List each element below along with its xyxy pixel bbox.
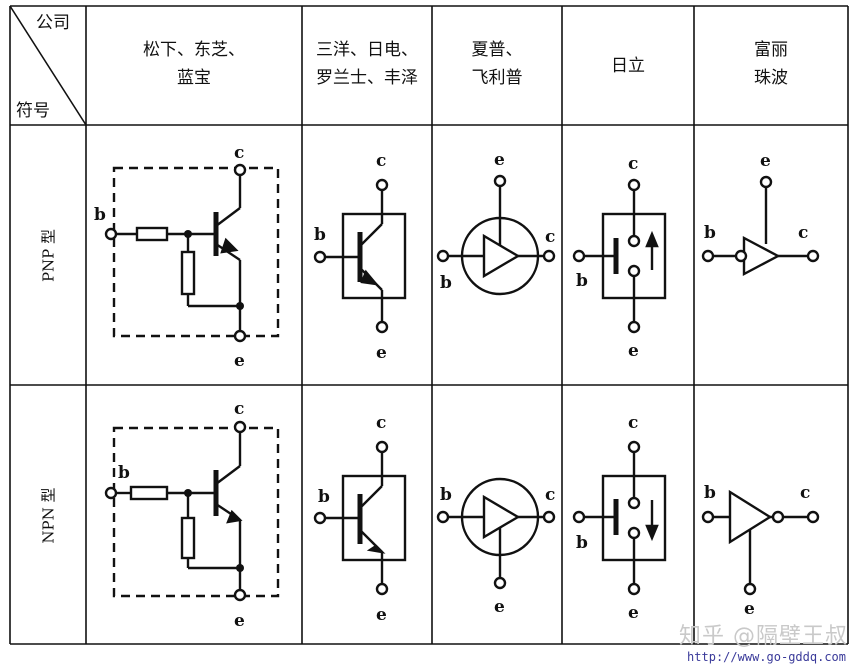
npn-col1-c-label: c	[234, 399, 244, 419]
row-label-npn: NPN 型	[39, 487, 58, 544]
pnp-symbol-col3	[445, 186, 545, 296]
npn-col3-c-label: c	[545, 485, 555, 505]
npn-col1-b-label: b	[118, 463, 130, 483]
pnp-col3-e-label: e	[494, 150, 505, 170]
column-header-4: 日立	[611, 56, 645, 76]
pnp-col2-e-label: e	[376, 343, 387, 363]
pnp-col1-b-label: b	[94, 205, 106, 225]
pnp-col5-c-label: c	[798, 223, 808, 243]
pnp-col4-b-label: b	[576, 271, 588, 291]
npn-col1-e-label: e	[234, 611, 245, 631]
npn-col4-b-label: b	[576, 533, 588, 553]
column-header-1: 松下、东芝、 蓝宝	[143, 40, 245, 88]
npn-symbol-col5	[712, 489, 808, 584]
watermark-text: 知乎 @隔壁王叔	[679, 624, 848, 649]
npn-col2-e-label: e	[376, 605, 387, 625]
watermark-url: http://www.go-gddq.com	[687, 650, 846, 664]
npn-col3-e-label: e	[494, 597, 505, 617]
npn-symbol-col2	[324, 452, 407, 584]
npn-col5-c-label: c	[800, 483, 810, 503]
npn-col5-e-label: e	[744, 599, 755, 619]
pnp-col2-c-label: c	[376, 151, 386, 171]
pnp-col1-e-label: e	[234, 351, 245, 371]
npn-col3-b-label: b	[440, 485, 452, 505]
pnp-col1-c-label: c	[234, 143, 244, 163]
pnp-col4-c-label: c	[628, 154, 638, 174]
row-label-pnp: PNP 型	[39, 228, 58, 283]
pnp-col3-c-label: c	[545, 227, 555, 247]
pnp-col3-b-label: b	[440, 273, 452, 293]
corner-company-label: 公司	[36, 13, 70, 33]
pnp-symbol-col1	[112, 166, 280, 338]
corner-diagonal	[9, 5, 87, 126]
pnp-col5-b-label: b	[704, 223, 716, 243]
corner-symbol-label: 符号	[16, 101, 50, 121]
column-header-2: 三洋、日电、 罗兰士、丰泽	[316, 40, 418, 88]
npn-symbol-col4	[582, 452, 667, 584]
pnp-symbol-col5	[712, 186, 808, 276]
column-header-5: 富丽 珠波	[754, 40, 788, 88]
pnp-col2-b-label: b	[314, 225, 326, 245]
pnp-symbol-col2	[324, 190, 407, 322]
pnp-symbol-col4	[582, 190, 667, 322]
npn-col2-c-label: c	[376, 413, 386, 433]
npn-col2-b-label: b	[318, 487, 330, 507]
npn-symbol-col3	[445, 477, 545, 578]
column-header-3: 夏普、 飞利普	[471, 40, 523, 88]
npn-col4-c-label: c	[628, 413, 638, 433]
pnp-col4-e-label: e	[628, 341, 639, 361]
npn-col5-b-label: b	[704, 483, 716, 503]
npn-symbol-col1	[112, 426, 280, 598]
npn-col4-e-label: e	[628, 603, 639, 623]
pnp-col5-e-label: e	[760, 151, 771, 171]
